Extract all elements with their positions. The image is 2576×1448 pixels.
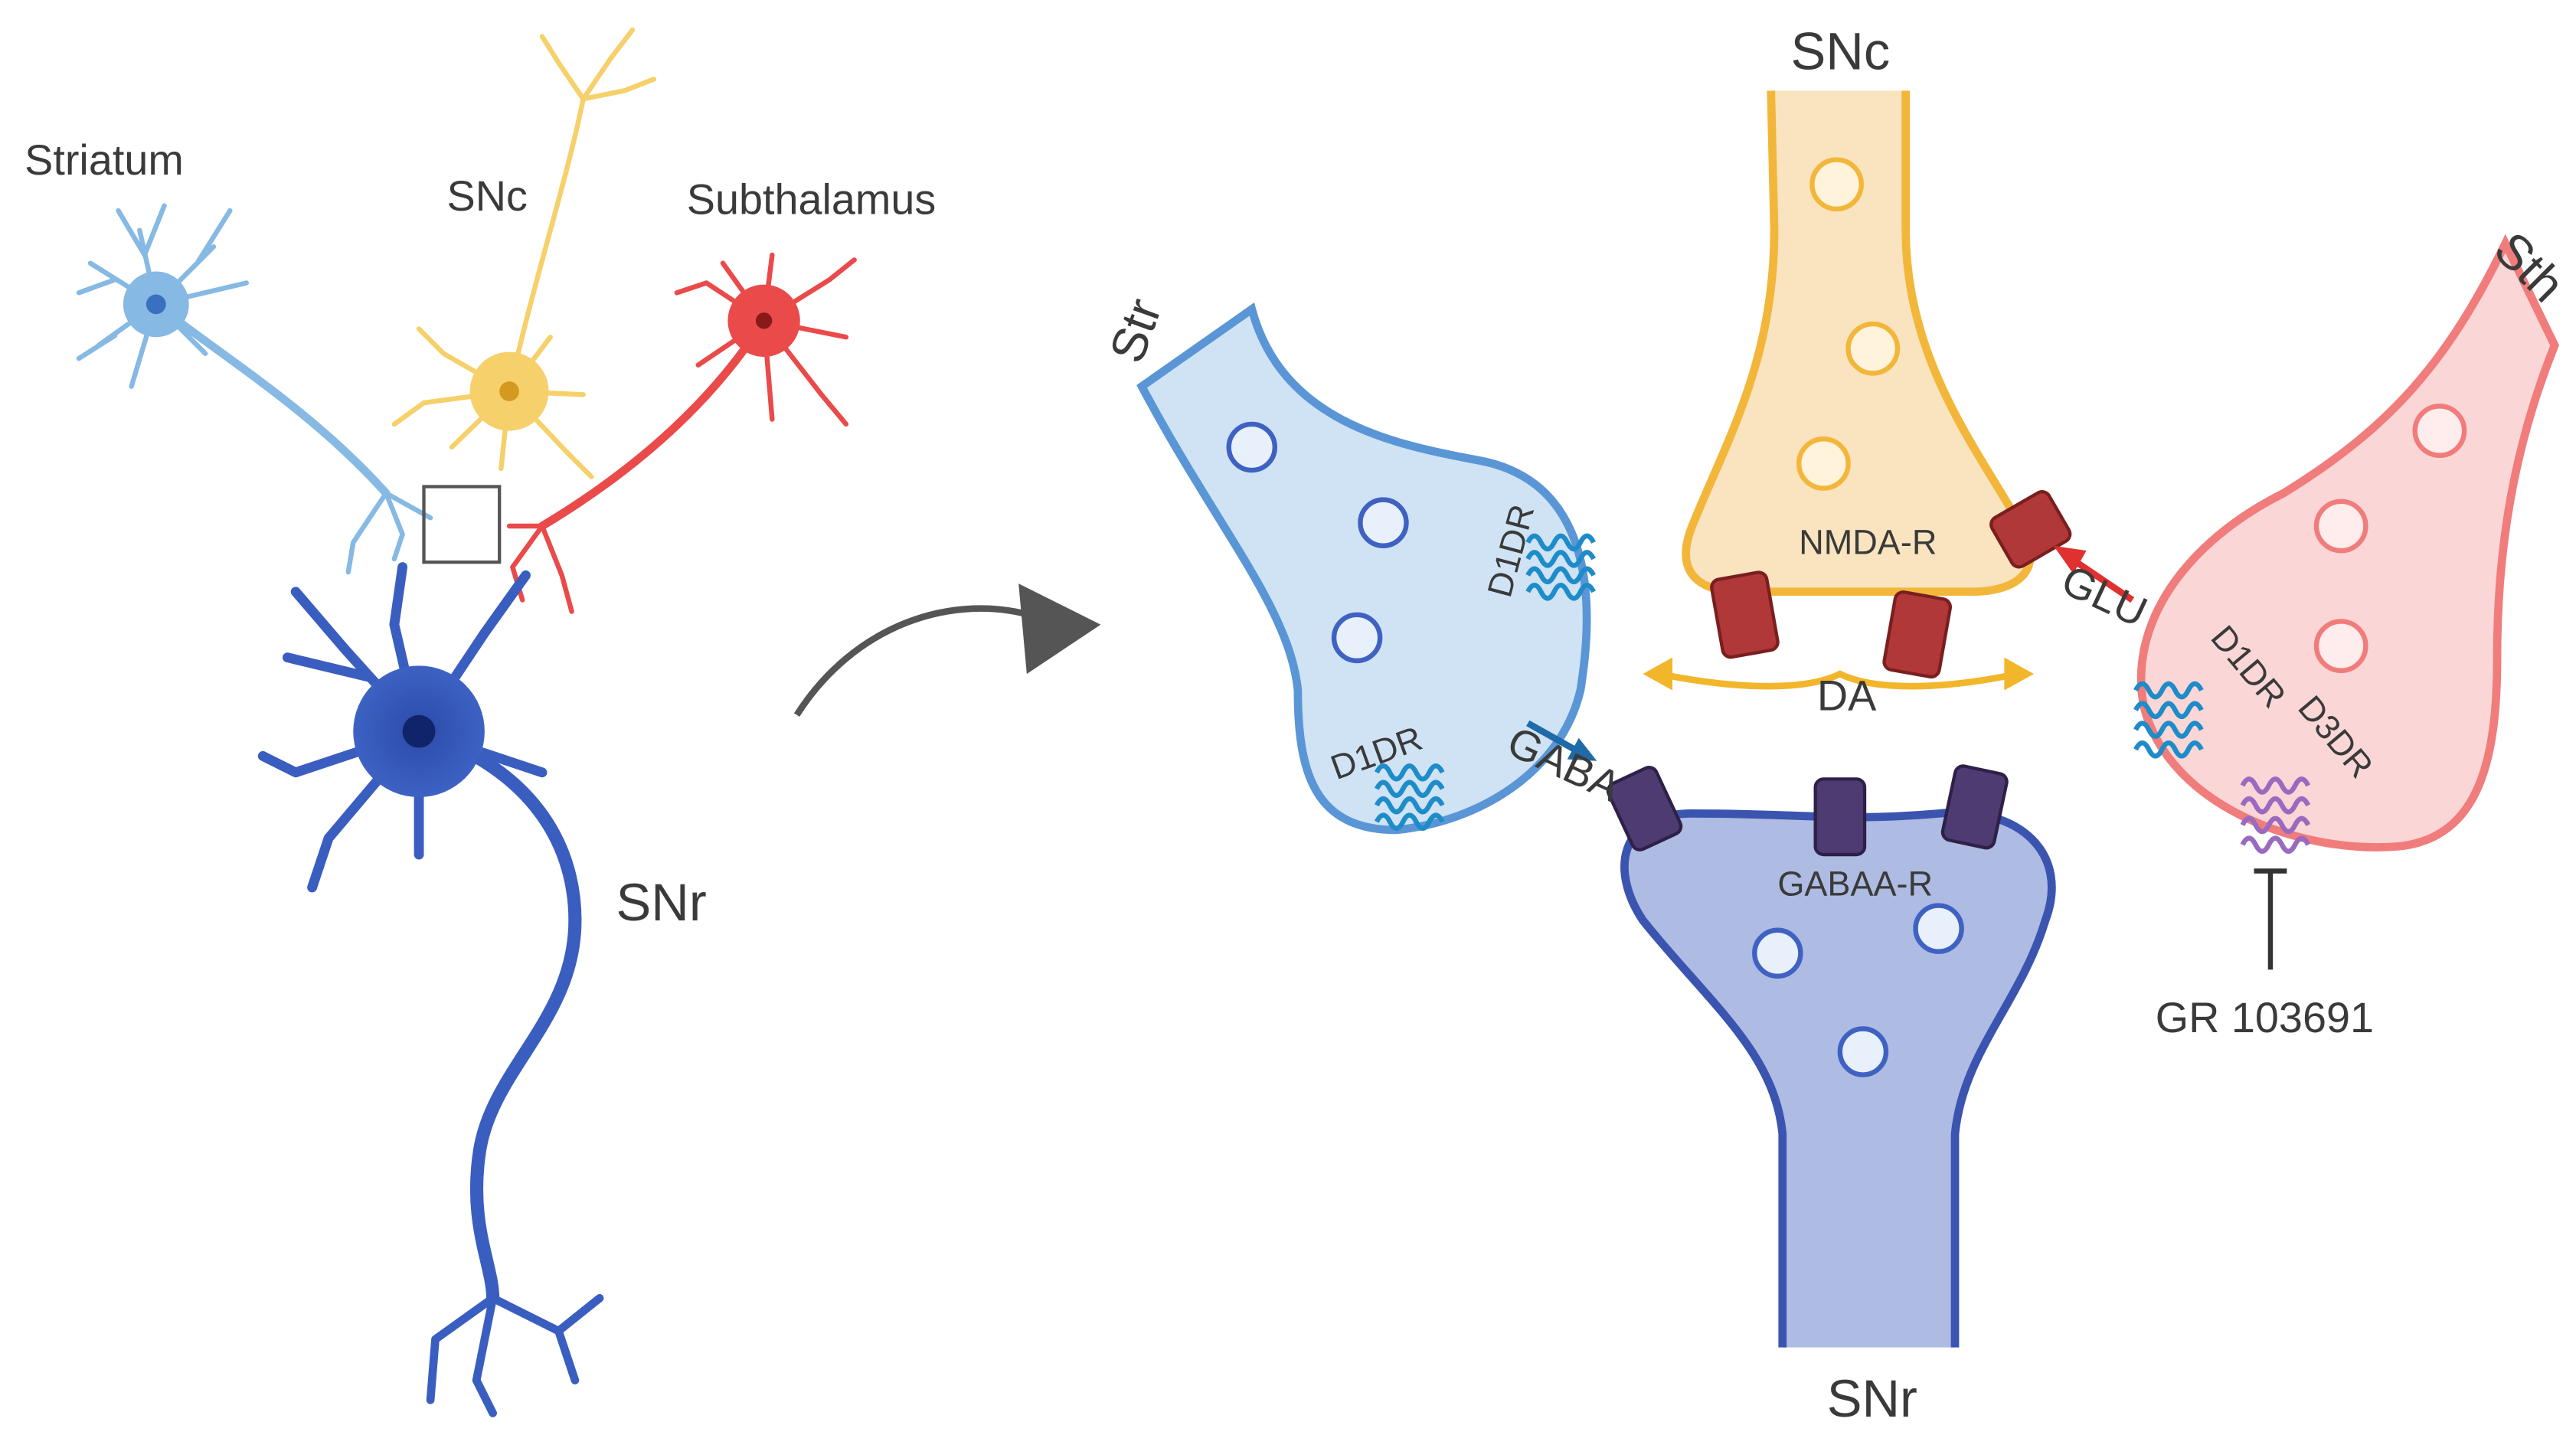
label-str-terminal: Str [1099,292,1172,370]
synapse-panel: SNc Str Sth SNr NMDA-R DA GLU GABA GABAA… [1099,22,2575,1428]
d1dr-receptors [1374,533,2204,831]
zoom-arrow [793,583,1101,717]
label-striatum: Striatum [25,136,184,184]
label-snc-overview: SNc [447,172,528,220]
label-gr-103691: GR 103691 [2156,994,2374,1041]
nmda-receptors [1710,490,2072,679]
vesicles [1226,157,2467,1077]
striatum-neuron [76,203,433,575]
label-glu: GLU [2055,556,2154,636]
subthalamus-neuron [506,252,857,614]
glu-arrow [2053,545,2135,603]
da-release-arrow [1643,657,2035,691]
overview-panel: Striatum SNc Subthalamus SNr [25,27,936,1417]
label-gabaa-r: GABAA-R [1777,865,1933,904]
label-subthalamus: Subthalamus [687,175,936,223]
synapse-highlight-box [422,485,502,564]
snr-neuron [257,562,604,1417]
label-snr-overview: SNr [616,873,707,932]
label-da: DA [1817,672,1877,719]
label-nmda-r: NMDA-R [1799,522,1937,561]
d3dr-receptor [2240,776,2311,854]
label-snr-terminal: SNr [1827,1369,1917,1428]
gaba-arrow [1526,720,1597,761]
snc-neuron [391,27,657,479]
inhibitor-line [2254,868,2287,970]
label-snc-terminal: SNc [1790,22,1890,81]
gabaa-receptors [1606,764,2009,857]
